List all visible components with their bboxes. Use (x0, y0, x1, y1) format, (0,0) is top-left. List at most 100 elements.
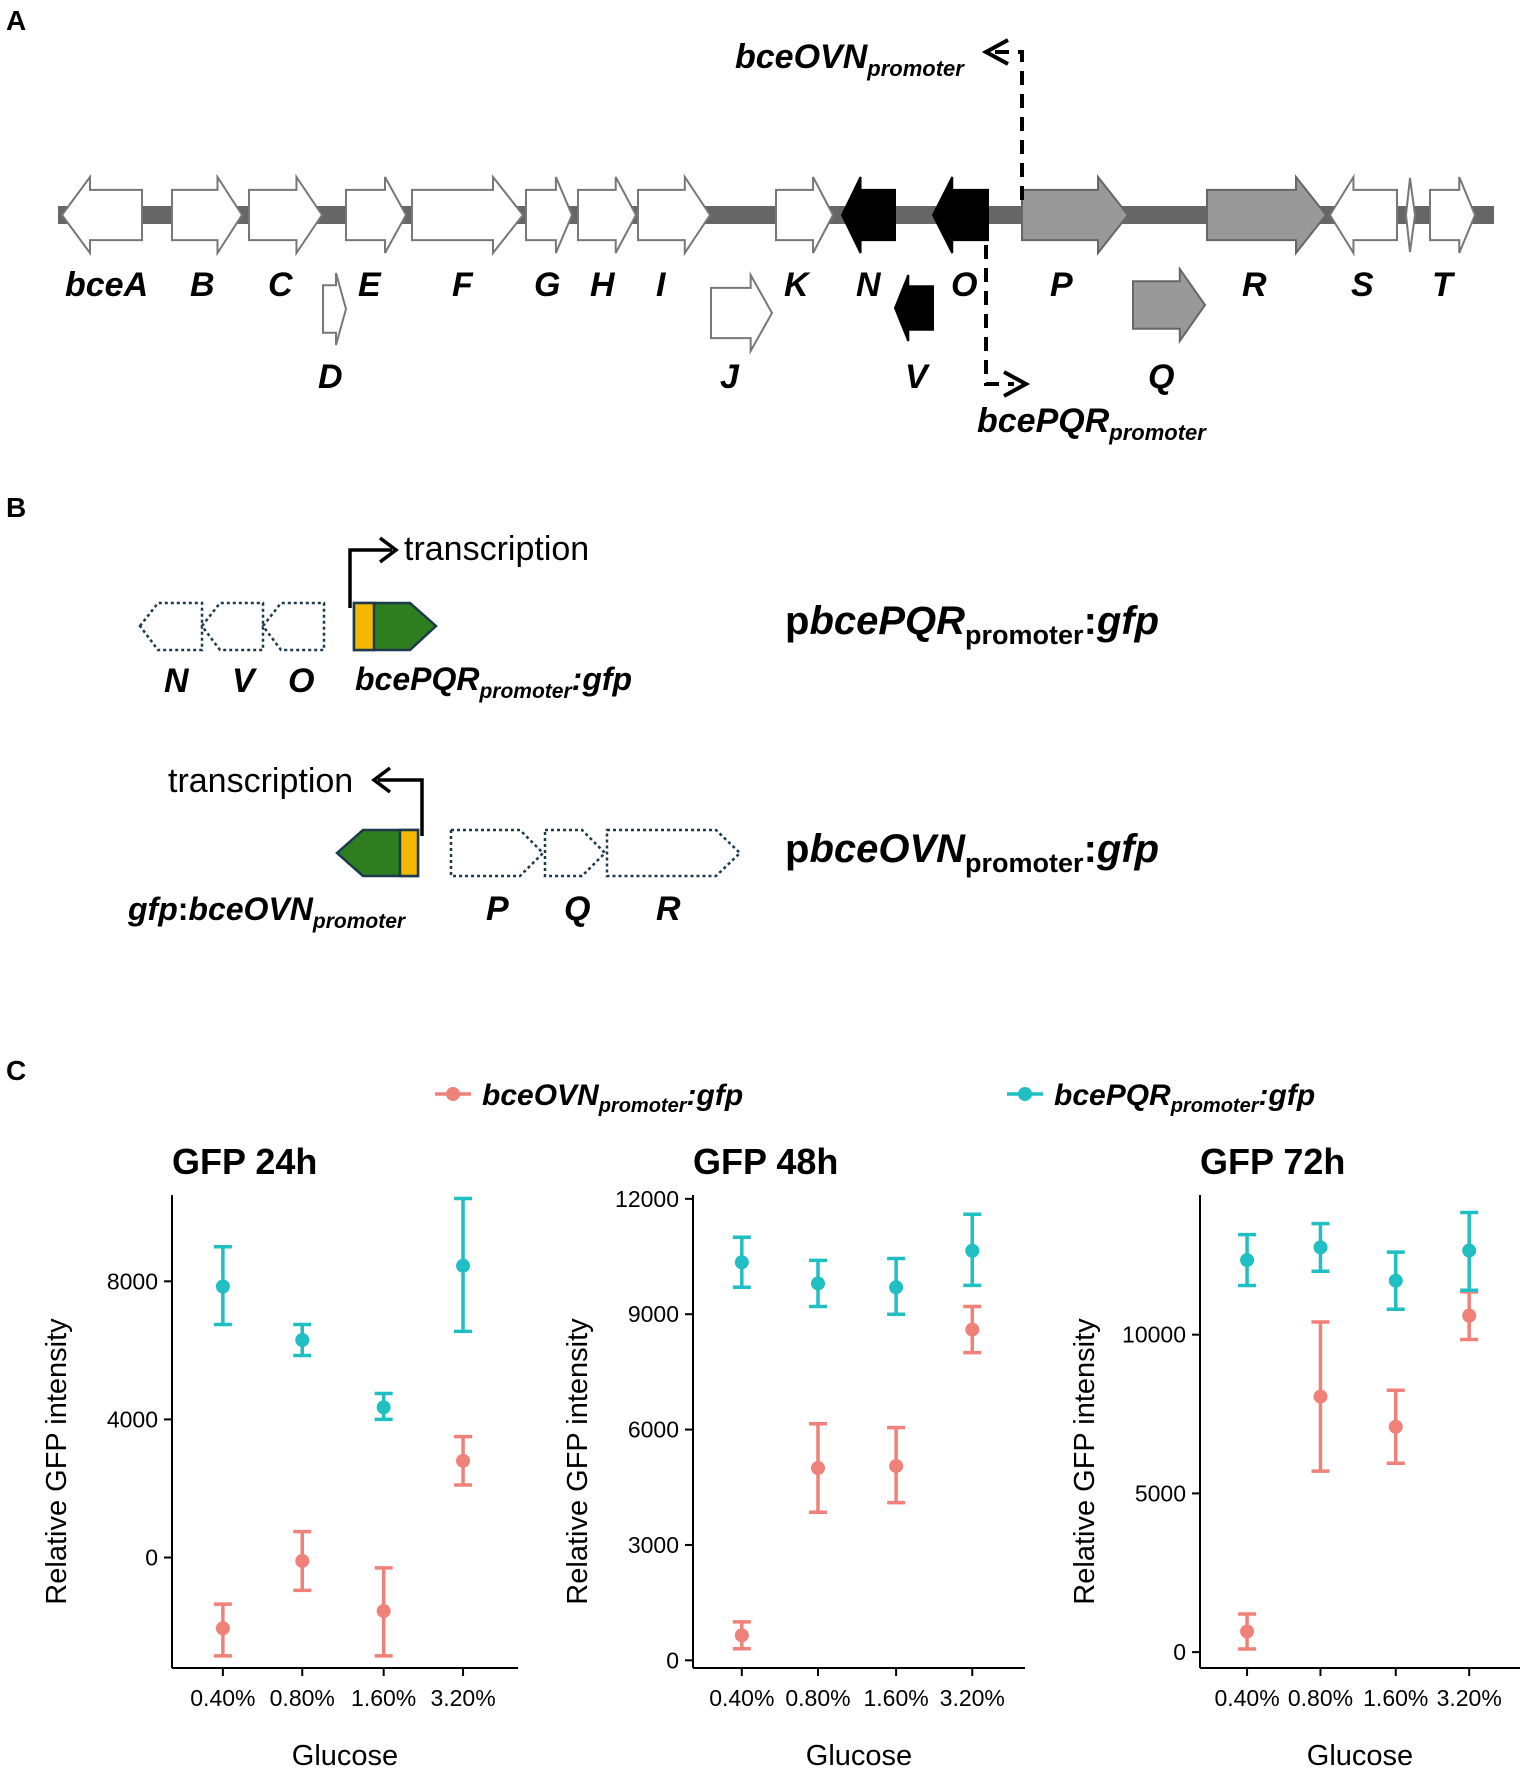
series-1 (213, 1434, 473, 1658)
label-q: Q (564, 890, 590, 928)
data-point (734, 1628, 749, 1643)
gene-arrow-g (525, 176, 574, 254)
series-1 (732, 1304, 982, 1651)
gene-label-v: V (905, 358, 931, 396)
legend-label-pqr: bcePQRpromoter:gfp (1054, 1079, 1315, 1117)
gfp-ovn-gene-label: gfp:bceOVNpromoter (127, 891, 407, 933)
gene-arrow-c (248, 173, 324, 257)
data-point (1313, 1389, 1328, 1404)
x-tick-label: 0.40% (1214, 1685, 1279, 1711)
data-point (215, 1279, 230, 1294)
data-point (215, 1621, 230, 1636)
ovn-promoter-label: bceOVNpromoter (735, 38, 965, 81)
data-point (1388, 1419, 1403, 1434)
ovn-promoter-arrow-icon (981, 38, 1009, 66)
gene-label-c: C (268, 266, 293, 304)
data-point (376, 1604, 391, 1619)
gene-label-d: D (318, 358, 343, 396)
gene-arrow-r (1206, 174, 1328, 256)
data-point (965, 1322, 980, 1337)
x-tick-label: 0.40% (190, 1685, 255, 1711)
data-point (1240, 1624, 1255, 1639)
transcription-arrow-line (348, 548, 392, 608)
label-v: V (232, 662, 258, 700)
data-point (295, 1553, 310, 1568)
transcription-label-2: transcription (168, 762, 353, 800)
data-point (376, 1400, 391, 1415)
pqr-promoter-dashed-line (984, 222, 1014, 386)
chart-title: GFP 48h (693, 1141, 838, 1182)
x-tick-label: 3.20% (940, 1685, 1005, 1711)
gene-arrow-i (637, 173, 712, 257)
x-tick-label: 0.80% (1288, 1685, 1353, 1711)
x-tick-label: 1.60% (351, 1685, 416, 1711)
series-2 (213, 1196, 473, 1422)
data-point (1462, 1308, 1477, 1323)
y-tick-label: 9000 (628, 1301, 679, 1327)
label-n: N (164, 662, 190, 700)
data-point (456, 1453, 471, 1468)
gene-arrow-d (322, 272, 348, 346)
y-tick-label: 8000 (107, 1268, 158, 1294)
promoter-box-2 (398, 828, 420, 878)
legend-marker-pqr (1018, 1087, 1032, 1101)
gene-label-s: S (1351, 266, 1374, 304)
gene-arrow-h (577, 176, 638, 254)
chart-legend: bceOVNpromoter:gfp bcePQRpromoter:gfp (435, 1079, 1315, 1117)
gene-arrow-e (345, 176, 408, 254)
gene-label-k: K (784, 266, 811, 304)
pqr-gfp-gene-label: bcePQRpromoter:gfp (355, 661, 632, 703)
x-axis-title: Glucose (1307, 1740, 1413, 1772)
dotted-gene-p (449, 828, 545, 878)
data-point (295, 1333, 310, 1348)
x-axis-title: Glucose (292, 1740, 398, 1772)
label-r: R (656, 890, 681, 928)
gene-label-b: B (190, 266, 215, 304)
panel-c-letter: C (6, 1055, 26, 1086)
transcription-arrow-icon (378, 536, 399, 564)
y-tick-label: 6000 (628, 1417, 679, 1443)
dotted-gene-q (543, 828, 607, 878)
y-axis-title: Relative GFP intensity (41, 1318, 73, 1605)
gene-label-h: H (590, 266, 616, 304)
transcription-arrow-icon-2 (371, 766, 392, 794)
data-point (1388, 1273, 1403, 1288)
chart-3: GFP 72h05000100000.40%0.80%1.60%3.20%Glu… (1069, 1141, 1520, 1772)
gene-arrow-b (171, 173, 244, 257)
x-tick-label: 3.20% (430, 1685, 495, 1711)
promoter-box (352, 601, 376, 652)
panel-a-letter: A (6, 5, 26, 36)
chart-title: GFP 24h (172, 1141, 317, 1182)
x-tick-label: 0.80% (785, 1685, 850, 1711)
gene-label-t: T (1432, 266, 1456, 304)
data-point (889, 1459, 904, 1474)
pqr-promoter-label: bcePQRpromoter (977, 402, 1207, 445)
label-o: O (288, 662, 314, 700)
ovn-promoter-dashed-line (988, 50, 1024, 200)
x-axis-title: Glucose (806, 1740, 912, 1772)
y-axis-title: Relative GFP intensity (562, 1318, 594, 1605)
series-2 (732, 1212, 982, 1316)
gene-arrow-o (931, 176, 989, 254)
construct-name-pqr: pbcePQRpromoter:gfp (785, 599, 1159, 650)
construct-pqr-gfp: transcription N V O bcePQRpromoter:gfp p… (138, 530, 1159, 703)
gene-arrows (60, 173, 1477, 355)
data-point (1313, 1240, 1328, 1255)
legend-marker-ovn (446, 1087, 460, 1101)
gene-label-e: E (358, 266, 382, 304)
transcription-arrow-line-2 (378, 778, 424, 836)
gene-label-j: J (720, 358, 740, 396)
y-tick-label: 4000 (107, 1406, 158, 1432)
chart-2: GFP 48h0300060009000120000.40%0.80%1.60%… (562, 1141, 1025, 1772)
gene-label-i: I (656, 266, 667, 304)
gene-arrow-j (710, 271, 774, 355)
y-axis-title: Relative GFP intensity (1069, 1318, 1101, 1605)
chart-title: GFP 72h (1200, 1141, 1345, 1182)
gene-arrow-q (1132, 265, 1207, 345)
y-tick-label: 10000 (1122, 1322, 1186, 1348)
panel-b-letter: B (6, 492, 26, 523)
dotted-gene-r (605, 828, 742, 878)
gene-arrow-f (411, 174, 525, 256)
x-tick-label: 1.60% (863, 1685, 928, 1711)
